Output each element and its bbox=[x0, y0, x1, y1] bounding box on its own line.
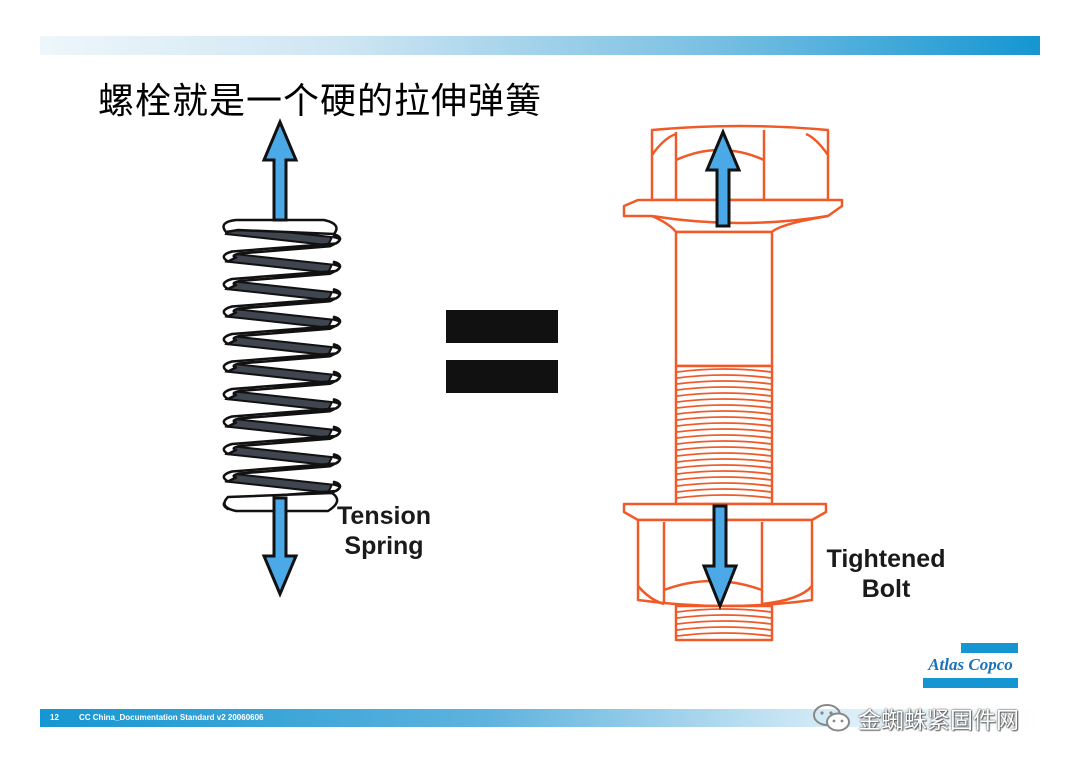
thread-line bbox=[676, 452, 772, 457]
spring-back-coil bbox=[224, 362, 334, 384]
tightened-bolt-label-line2: Bolt bbox=[861, 575, 911, 603]
slide-title: 螺栓就是一个硬的拉伸弹簧 bbox=[98, 81, 543, 122]
spring-back-coil bbox=[224, 417, 334, 439]
logo-bar-top bbox=[961, 643, 1018, 653]
equals-bar-bottom bbox=[446, 360, 558, 393]
atlas-copco-logo: Atlas Copco bbox=[923, 643, 1018, 688]
page-number: 12 bbox=[50, 713, 59, 722]
tightened-bolt-label: Tightened Bolt bbox=[818, 544, 954, 604]
watermark: 金蜘蛛紧固件网 bbox=[812, 700, 1019, 736]
spring-top-loop bbox=[222, 218, 338, 236]
tension-spring bbox=[222, 218, 342, 513]
bolt-arrow-up-icon bbox=[704, 128, 742, 228]
footer-doc-title: CC China_Documentation Standard v2 20060… bbox=[79, 713, 264, 722]
thread-line bbox=[676, 404, 772, 409]
spring-arrow-down-icon bbox=[261, 496, 299, 598]
thread-line bbox=[676, 374, 772, 379]
nut-chamfer bbox=[761, 585, 813, 606]
thread-line bbox=[676, 464, 772, 469]
thread-line bbox=[676, 380, 772, 385]
spring-front-coil bbox=[222, 233, 342, 263]
spring-front-coil bbox=[222, 260, 342, 291]
spring-front-coil bbox=[222, 398, 342, 428]
tension-spring-label-line1: Tension bbox=[337, 502, 431, 530]
bolt-thread-lines bbox=[676, 368, 772, 499]
thread-line bbox=[676, 632, 772, 637]
spring-back-coil bbox=[224, 334, 334, 357]
spring-front-coil bbox=[222, 288, 342, 318]
thread-line bbox=[676, 416, 772, 421]
spring-back-coil bbox=[224, 472, 334, 494]
spring-front-coil bbox=[222, 315, 342, 346]
spring-front-coil bbox=[222, 453, 342, 483]
thread-line bbox=[676, 494, 772, 499]
thread-line bbox=[676, 458, 772, 463]
thread-line bbox=[676, 446, 772, 451]
logo-text: Atlas Copco bbox=[928, 655, 1013, 674]
thread-line bbox=[676, 614, 772, 619]
thread-line bbox=[676, 422, 772, 427]
thread-line bbox=[676, 476, 772, 481]
thread-line bbox=[676, 608, 772, 613]
spring-front-coil bbox=[222, 343, 342, 373]
thread-line bbox=[676, 470, 772, 475]
thread-line bbox=[676, 368, 772, 373]
spring-arrow-up-icon bbox=[261, 118, 299, 222]
spring-front-coil bbox=[222, 425, 342, 456]
bolt-arrow-down-icon bbox=[701, 504, 739, 611]
equals-bar-top bbox=[446, 310, 558, 343]
tightened-bolt bbox=[622, 124, 844, 642]
thread-line bbox=[676, 410, 772, 415]
header-band bbox=[40, 36, 1040, 55]
bolt-shank bbox=[674, 230, 774, 368]
thread-line bbox=[676, 440, 772, 445]
thread-line bbox=[676, 620, 772, 625]
bolt-head bbox=[650, 124, 830, 202]
spring-back-coil bbox=[224, 252, 334, 274]
thread-line bbox=[676, 482, 772, 487]
thread-line bbox=[676, 386, 772, 391]
tension-spring-label: Tension Spring bbox=[326, 501, 442, 561]
spring-front-coil bbox=[222, 370, 342, 401]
thread-line bbox=[676, 392, 772, 397]
thread-line bbox=[676, 434, 772, 439]
thread-line bbox=[676, 488, 772, 493]
bolt-end-thread-lines bbox=[676, 608, 772, 637]
spring-back-coil bbox=[224, 444, 334, 467]
bolt-head-chamfer bbox=[805, 132, 830, 156]
thread-line bbox=[676, 626, 772, 631]
logo-bar-bottom bbox=[923, 678, 1018, 688]
thread-line bbox=[676, 398, 772, 403]
nut-chamfer bbox=[637, 585, 665, 606]
tension-spring-label-line2: Spring bbox=[344, 532, 424, 560]
spring-back-coil bbox=[224, 389, 334, 412]
spring-back-coil bbox=[224, 279, 334, 302]
watermark-text: 金蜘蛛紧固件网 bbox=[858, 708, 1019, 734]
tightened-bolt-label-line1: Tightened bbox=[826, 545, 946, 573]
bolt-head-chamfer bbox=[650, 132, 677, 156]
footer-band bbox=[40, 709, 1040, 727]
spring-back-coil bbox=[224, 307, 334, 329]
thread-line bbox=[676, 428, 772, 433]
wechat-icon bbox=[813, 704, 850, 732]
